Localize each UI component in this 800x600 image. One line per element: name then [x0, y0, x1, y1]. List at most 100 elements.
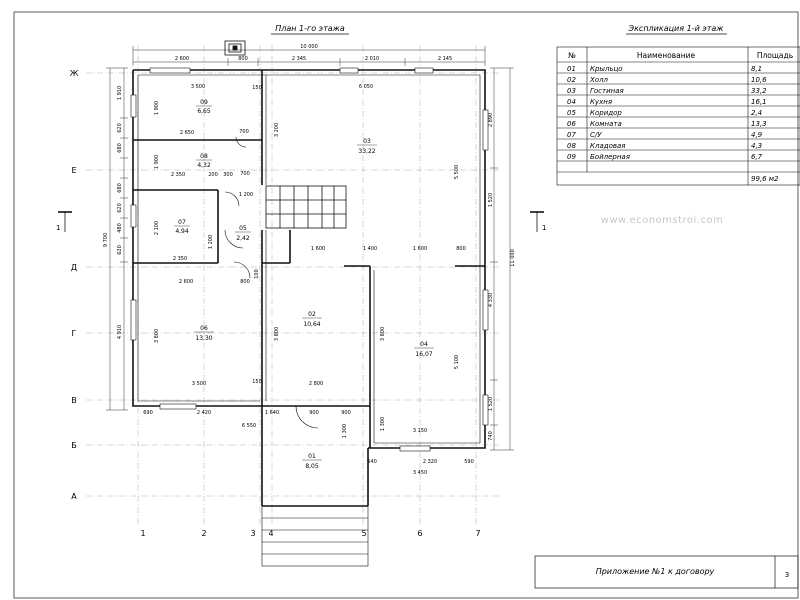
right-dimensions — [490, 67, 514, 451]
legend-cell: 04 — [567, 98, 576, 106]
room-number: 08 — [200, 153, 208, 160]
axis-row-label: В — [71, 396, 77, 405]
dim-top-800: 800 — [238, 56, 248, 62]
dim-label: 3 150 — [413, 428, 427, 434]
legend-cell: Коридор — [590, 109, 622, 117]
stairs-icon — [265, 185, 347, 229]
legend-cell: 13,3 — [751, 120, 767, 128]
legend-cell: 07 — [567, 131, 576, 139]
room-number: 01 — [308, 453, 316, 460]
dim-label: 3 200 — [274, 123, 280, 137]
dim-label: 2 420 — [197, 410, 211, 416]
room-area: 16,07 — [415, 351, 432, 358]
dim-label: 3 450 — [413, 470, 427, 476]
dim-label: 1 640 — [265, 410, 279, 416]
room-area: 8,05 — [305, 463, 319, 470]
room-number: 07 — [178, 219, 186, 226]
dim-label: 590 — [464, 459, 474, 465]
section-mark-label: 1 — [542, 224, 546, 232]
dim-label: 6 550 — [242, 423, 256, 429]
axis-row-label: Д — [71, 263, 77, 272]
legend-cell: Крыльцо — [590, 65, 623, 73]
legend-cell: 2,4 — [751, 109, 762, 117]
row-axis-labels: Ж Е Д Г В Б А — [70, 69, 79, 501]
dim-right-total: 11 000 — [510, 249, 516, 267]
section-mark-left: 1 — [56, 211, 72, 232]
legend-cell: 06 — [567, 120, 576, 128]
legend-cell: 09 — [567, 153, 576, 161]
dim-top-2: 2 345 — [292, 56, 306, 62]
dim-label: 800 — [240, 279, 250, 285]
dim-label: 2 350 — [173, 256, 187, 262]
dim-label: 1 200 — [239, 192, 253, 198]
axis-row-label: Г — [72, 329, 77, 338]
dim-label: 1 900 — [154, 155, 160, 169]
dim-right-3: 5 500 — [454, 165, 460, 179]
dim-label: 1 600 — [413, 246, 427, 252]
dim-label: 2 100 — [154, 221, 160, 235]
axis-row-label: Е — [71, 166, 76, 175]
legend-cell: 03 — [567, 87, 576, 95]
dim-left-5: 620 — [117, 203, 123, 213]
room-labels: 09 6,65 08 4,32 07 4,94 05 2,42 06 13,30… — [174, 99, 434, 470]
room-area: 4,94 — [175, 228, 189, 235]
door-swings — [224, 136, 319, 429]
room-number: 04 — [420, 341, 428, 348]
room-number: 09 — [200, 99, 208, 106]
room-number: 03 — [363, 138, 371, 145]
axis-col-label: 4 — [268, 529, 273, 538]
dim-left-1: 1 910 — [117, 86, 123, 100]
legend-cell: 05 — [567, 109, 576, 117]
legend-cell: 8,1 — [751, 65, 762, 73]
room-number: 05 — [239, 225, 247, 232]
dim-label: 2 320 — [423, 459, 437, 465]
windows — [130, 67, 489, 452]
axis-row-label: Ж — [70, 69, 79, 78]
dim-label: 900 — [309, 410, 319, 416]
legend-cell: Холл — [589, 76, 609, 84]
dim-label: 6 050 — [359, 84, 373, 90]
title-stamp — [534, 555, 799, 589]
wall-inner-lines — [137, 74, 481, 444]
dim-right-2: 1 520 — [488, 193, 494, 207]
axis-col-label: 5 — [361, 529, 366, 538]
dim-label: 2 800 — [309, 381, 323, 387]
legend-table — [556, 46, 800, 186]
room-number: 02 — [308, 311, 316, 318]
dim-label: 150 — [252, 379, 262, 385]
room-area: 13,30 — [195, 335, 212, 342]
legend-cell: 4,3 — [751, 142, 762, 150]
dim-left-total: 9 700 — [103, 233, 109, 247]
legend-cell: 33,2 — [751, 87, 767, 95]
dim-label: 2 650 — [180, 130, 194, 136]
legend-header-cell: Наименование — [637, 51, 696, 60]
dim-right-7: 740 — [488, 431, 494, 441]
dim-top-3: 2 010 — [365, 56, 379, 62]
dim-label: 150 — [252, 85, 262, 91]
dim-top-1: 2 600 — [175, 56, 189, 62]
axis-row-label: А — [71, 492, 77, 501]
legend-rows: 01 Крыльцо 8,1 02 Холл 10,6 03 Гостиная … — [567, 65, 779, 183]
axis-col-label: 7 — [475, 529, 480, 538]
legend-cell: 10,6 — [751, 76, 767, 84]
left-dimensions — [106, 67, 128, 411]
dim-label: 1 300 — [342, 424, 348, 438]
room-number: 06 — [200, 325, 208, 332]
sheet-frame — [13, 11, 799, 599]
section-mark-label: 1 — [56, 224, 60, 232]
room-area: 6,65 — [197, 108, 211, 115]
section-mark-right: 1 — [530, 211, 546, 232]
dim-label: 300 — [223, 172, 233, 178]
dim-left-8: 4 910 — [117, 325, 123, 339]
watermark: www.economstroi.com — [601, 215, 724, 226]
dim-right-1: 2 890 — [488, 113, 494, 127]
dim-right-4: 4 330 — [488, 293, 494, 307]
legend-cell: 01 — [567, 65, 576, 73]
legend-cell: 16,1 — [751, 98, 767, 106]
dim-label: 1 900 — [154, 101, 160, 115]
axis-col-label: 1 — [140, 529, 145, 538]
legend-cell: Кухня — [590, 98, 612, 106]
legend-header-cell: Площадь — [757, 51, 793, 60]
dim-label: 200 — [208, 172, 218, 178]
legend-cell: 08 — [567, 142, 576, 150]
